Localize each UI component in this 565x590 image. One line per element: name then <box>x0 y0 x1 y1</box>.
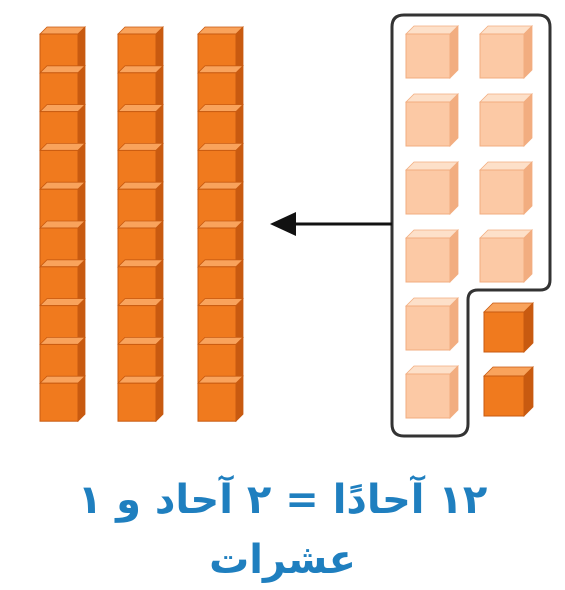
tens-rod <box>117 26 164 423</box>
rod-cube <box>39 26 86 73</box>
rod-cube <box>197 181 244 229</box>
tens-rod <box>39 26 86 423</box>
rod-cube <box>117 26 164 73</box>
ones-cube-grouped <box>405 297 459 351</box>
ones-cube-grouped <box>479 25 533 79</box>
rod-cube <box>39 103 86 151</box>
rod-cube <box>117 297 164 345</box>
ones-cube-grouped <box>405 229 459 283</box>
rod-cube <box>197 375 244 423</box>
rod-cube <box>117 181 164 229</box>
rod-cube <box>197 64 244 112</box>
ones-cube-grouped <box>405 25 459 79</box>
rod-cube <box>39 336 86 384</box>
place-value-figure <box>39 13 552 438</box>
rod-cube <box>39 142 86 190</box>
rod-cube <box>117 258 164 306</box>
ones-cube-remaining <box>483 302 534 353</box>
rod-cube <box>39 64 86 112</box>
ones-cube-grouped <box>479 93 533 147</box>
rod-cube <box>197 103 244 151</box>
grouped-ones-outline <box>390 13 552 438</box>
remaining-ones-cubes <box>483 302 534 417</box>
rod-cube <box>39 297 86 345</box>
rod-cube <box>39 258 86 306</box>
ones-cube-grouped <box>405 161 459 215</box>
rod-cube <box>39 181 86 229</box>
rod-cube <box>117 220 164 267</box>
rod-cube <box>197 258 244 306</box>
rod-cube <box>39 220 86 267</box>
rod-cube <box>117 375 164 423</box>
ones-cube-grouped <box>405 93 459 147</box>
rod-cube <box>39 375 86 423</box>
rod-cube <box>197 220 244 267</box>
grouped-ones-cubes <box>405 25 533 419</box>
ones-cube-remaining <box>483 366 534 417</box>
regroup-arrow <box>270 212 392 236</box>
ones-cube-grouped <box>479 229 533 283</box>
rod-cube <box>197 142 244 190</box>
equation-caption: ١٢ آحادًا = ٢ آحاد و ١ عشرات <box>77 477 488 583</box>
tens-rod <box>197 26 244 423</box>
ones-cube-grouped <box>479 161 533 215</box>
rod-cube <box>197 336 244 384</box>
rod-cube <box>197 26 244 73</box>
rod-cube <box>117 336 164 384</box>
rod-cube <box>117 103 164 151</box>
ones-cube-grouped <box>405 365 459 419</box>
rod-cube <box>117 142 164 190</box>
tens-rods <box>39 26 244 423</box>
rod-cube <box>197 297 244 345</box>
rod-cube <box>117 64 164 112</box>
